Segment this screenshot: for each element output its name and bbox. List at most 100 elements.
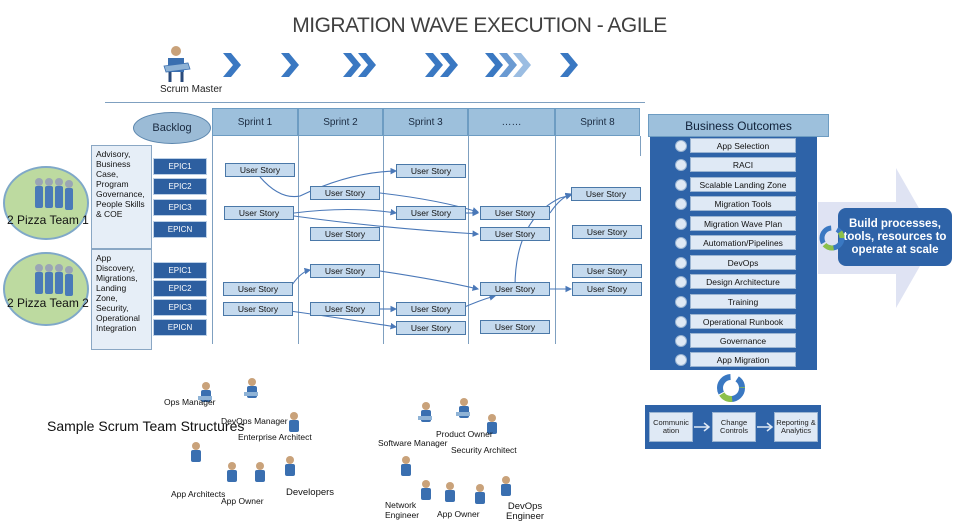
backlog-oval: Backlog: [133, 112, 211, 144]
sprint-header-3: Sprint 3: [383, 108, 468, 136]
outcome-bullet-icon: [675, 276, 687, 288]
role-label: DevOps Engineer: [505, 501, 545, 522]
team-2-circle: [3, 252, 89, 326]
team-1-epic-n: EPICN: [153, 221, 207, 238]
scrum-master-person-icon: [163, 46, 191, 82]
role-label: App Owner: [437, 509, 480, 519]
team-2-epic-2: EPIC2: [153, 280, 207, 297]
arrow-right-icon: [694, 422, 711, 432]
outcome-bullet-icon: [675, 179, 687, 191]
scrum-master-label: Scrum Master: [160, 84, 223, 95]
user-story-card: User Story: [225, 163, 295, 177]
outcome-item: Operational Runbook: [690, 314, 796, 329]
chevron-right-icon: [358, 53, 376, 77]
outcome-item: Training: [690, 294, 796, 309]
sprint-header-8: Sprint 8: [555, 108, 640, 136]
sprint-column-line: [298, 136, 299, 344]
team-2-label: 2 Pizza Team 2: [7, 296, 89, 310]
sprint-column-line: [468, 136, 469, 344]
chevron-right-icon: [425, 53, 443, 77]
cycle-icon: [717, 374, 745, 402]
build-processes-box: Build processes, tools, resources to ope…: [838, 208, 952, 266]
chevron-right-icon: [499, 53, 517, 77]
user-story-card: User Story: [310, 264, 380, 278]
team-1-epic-3: EPIC3: [153, 199, 207, 216]
team-2-epic-n: EPICN: [153, 319, 207, 336]
cycle-icon: [819, 225, 845, 251]
outcome-bullet-icon: [675, 218, 687, 230]
user-story-card: User Story: [396, 321, 466, 335]
user-story-card: User Story: [310, 302, 380, 316]
user-story-card: User Story: [224, 206, 294, 220]
role-label: Security Architect: [451, 445, 517, 455]
role-label: App Owner: [221, 496, 264, 506]
sprint-column-line: [555, 136, 556, 344]
role-label: Software Manager: [378, 438, 448, 448]
chevron-right-icon: [343, 53, 361, 77]
user-story-card: User Story: [396, 164, 466, 178]
user-story-card: User Story: [571, 187, 641, 201]
chevron-right-icon: [281, 53, 299, 77]
outcome-bullet-icon: [675, 237, 687, 249]
outcome-item: Migration Tools: [690, 196, 796, 211]
arrow-right-icon: [757, 422, 774, 432]
role-label: App Architects: [171, 489, 226, 499]
chevron-right-icon: [440, 53, 458, 77]
sprint-column-line: [640, 136, 641, 156]
user-story-card: User Story: [572, 264, 642, 278]
outcome-bullet-icon: [675, 316, 687, 328]
outcome-bullet-icon: [675, 257, 687, 269]
user-story-card: User Story: [572, 282, 642, 296]
process-step-communication: Communic ation: [649, 412, 693, 442]
outcome-bullet-icon: [675, 335, 687, 347]
team-1-circle: [3, 166, 89, 240]
sample-teams-title: Sample Scrum Team Structures: [47, 418, 245, 434]
outcome-bullet-icon: [675, 296, 687, 308]
user-story-card: User Story: [223, 282, 293, 296]
chevron-right-icon: [485, 53, 503, 77]
outcome-item: Scalable Landing Zone: [690, 177, 796, 192]
outcome-item: Governance: [690, 333, 796, 348]
team-1-label: 2 Pizza Team 1: [7, 213, 89, 227]
chevron-right-icon: [560, 53, 578, 77]
team-2-epic-1: EPIC1: [153, 262, 207, 279]
role-label: Developers: [286, 487, 335, 498]
process-step-reporting: Reporting & Analytics: [774, 412, 818, 442]
outcome-item: Migration Wave Plan: [690, 216, 796, 231]
user-story-card: User Story: [480, 282, 550, 296]
user-story-card: User Story: [223, 302, 293, 316]
process-step-change-controls: Change Controls: [712, 412, 756, 442]
outcome-item: Automation/Pipelines: [690, 235, 796, 250]
role-label: DevOps Manager: [221, 416, 288, 426]
business-outcomes-panel: [650, 137, 817, 370]
right-team-people-icons: [401, 398, 511, 504]
left-team-people-icons: [191, 378, 299, 482]
user-story-card: User Story: [480, 227, 550, 241]
outcome-item: DevOps: [690, 255, 796, 270]
user-story-card: User Story: [480, 206, 550, 220]
outcome-item: Design Architecture: [690, 274, 796, 289]
user-story-card: User Story: [310, 186, 380, 200]
team-2-epic-3: EPIC3: [153, 299, 207, 316]
role-label: Enterprise Architect: [238, 432, 312, 442]
sprint-header-2: Sprint 2: [298, 108, 383, 136]
chevron-right-icon: [223, 53, 241, 77]
sprint-header-1: Sprint 1: [212, 108, 298, 136]
chevron-right-icon: [513, 53, 531, 77]
team-2-description: App Discovery, Migrations, Landing Zone,…: [91, 249, 152, 350]
user-story-card: User Story: [396, 302, 466, 316]
chevron-arrows: [223, 53, 578, 77]
header-divider: [105, 102, 645, 103]
team-people-icon: [35, 178, 73, 210]
outcome-item: RACI: [690, 157, 796, 172]
user-story-card: User Story: [310, 227, 380, 241]
outcome-bullet-icon: [675, 354, 687, 366]
outcome-bullet-icon: [675, 159, 687, 171]
role-label: Network Engineer: [385, 500, 420, 520]
user-story-card: User Story: [572, 225, 642, 239]
page-title: MIGRATION WAVE EXECUTION - AGILE: [292, 14, 667, 37]
sprint-column-line: [212, 136, 213, 344]
business-outcomes-title: Business Outcomes: [648, 114, 829, 137]
team-1-epic-2: EPIC2: [153, 178, 207, 195]
